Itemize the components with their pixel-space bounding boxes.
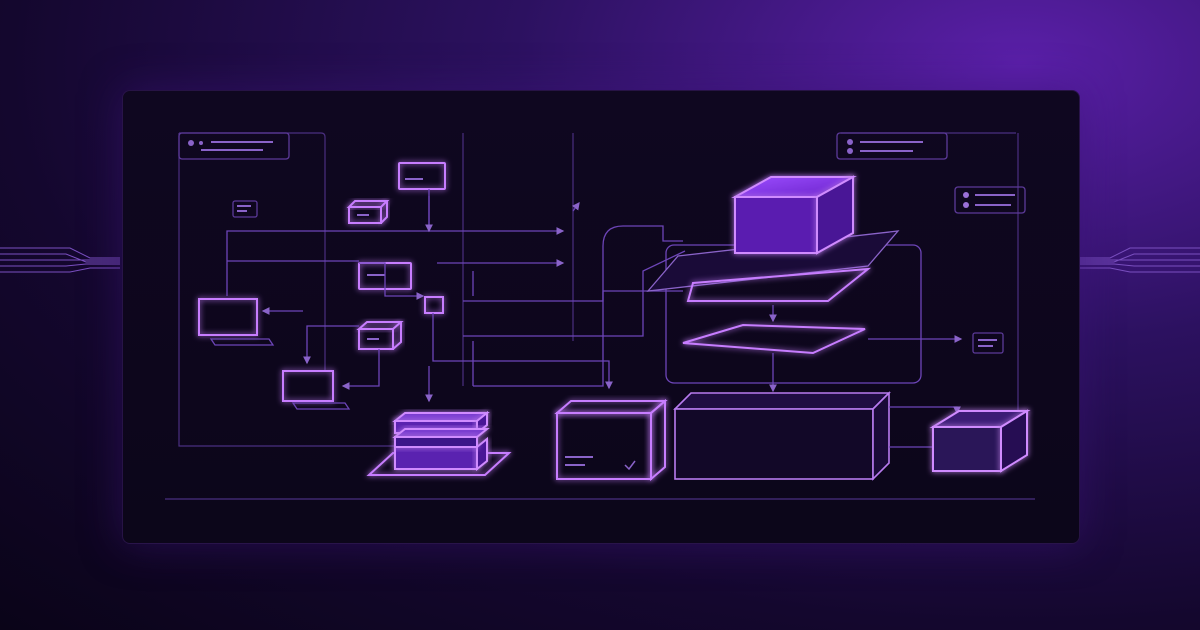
architecture-diagram — [165, 132, 1035, 500]
config-card-left — [178, 132, 290, 160]
info-tag-right — [972, 332, 1004, 354]
small-box-top — [346, 200, 390, 224]
side-circuit-lines-right — [1080, 247, 1200, 273]
small-box-middle — [356, 321, 404, 350]
node-tiny-square — [424, 296, 444, 314]
main-processor — [673, 391, 891, 481]
server-stack — [366, 410, 512, 476]
node-top-rect — [398, 162, 446, 190]
config-card-right — [836, 132, 948, 160]
side-circuit-lines-left — [0, 247, 120, 273]
storage-cabinet — [554, 398, 668, 482]
status-card-right — [954, 186, 1026, 214]
monitor-center — [282, 370, 351, 410]
central-cube — [731, 175, 857, 255]
monitor-left — [198, 298, 275, 346]
output-cube — [929, 409, 1031, 473]
layer-plane-bottom — [682, 323, 866, 355]
info-tag-left — [232, 200, 258, 218]
diagram-panel — [122, 90, 1080, 544]
